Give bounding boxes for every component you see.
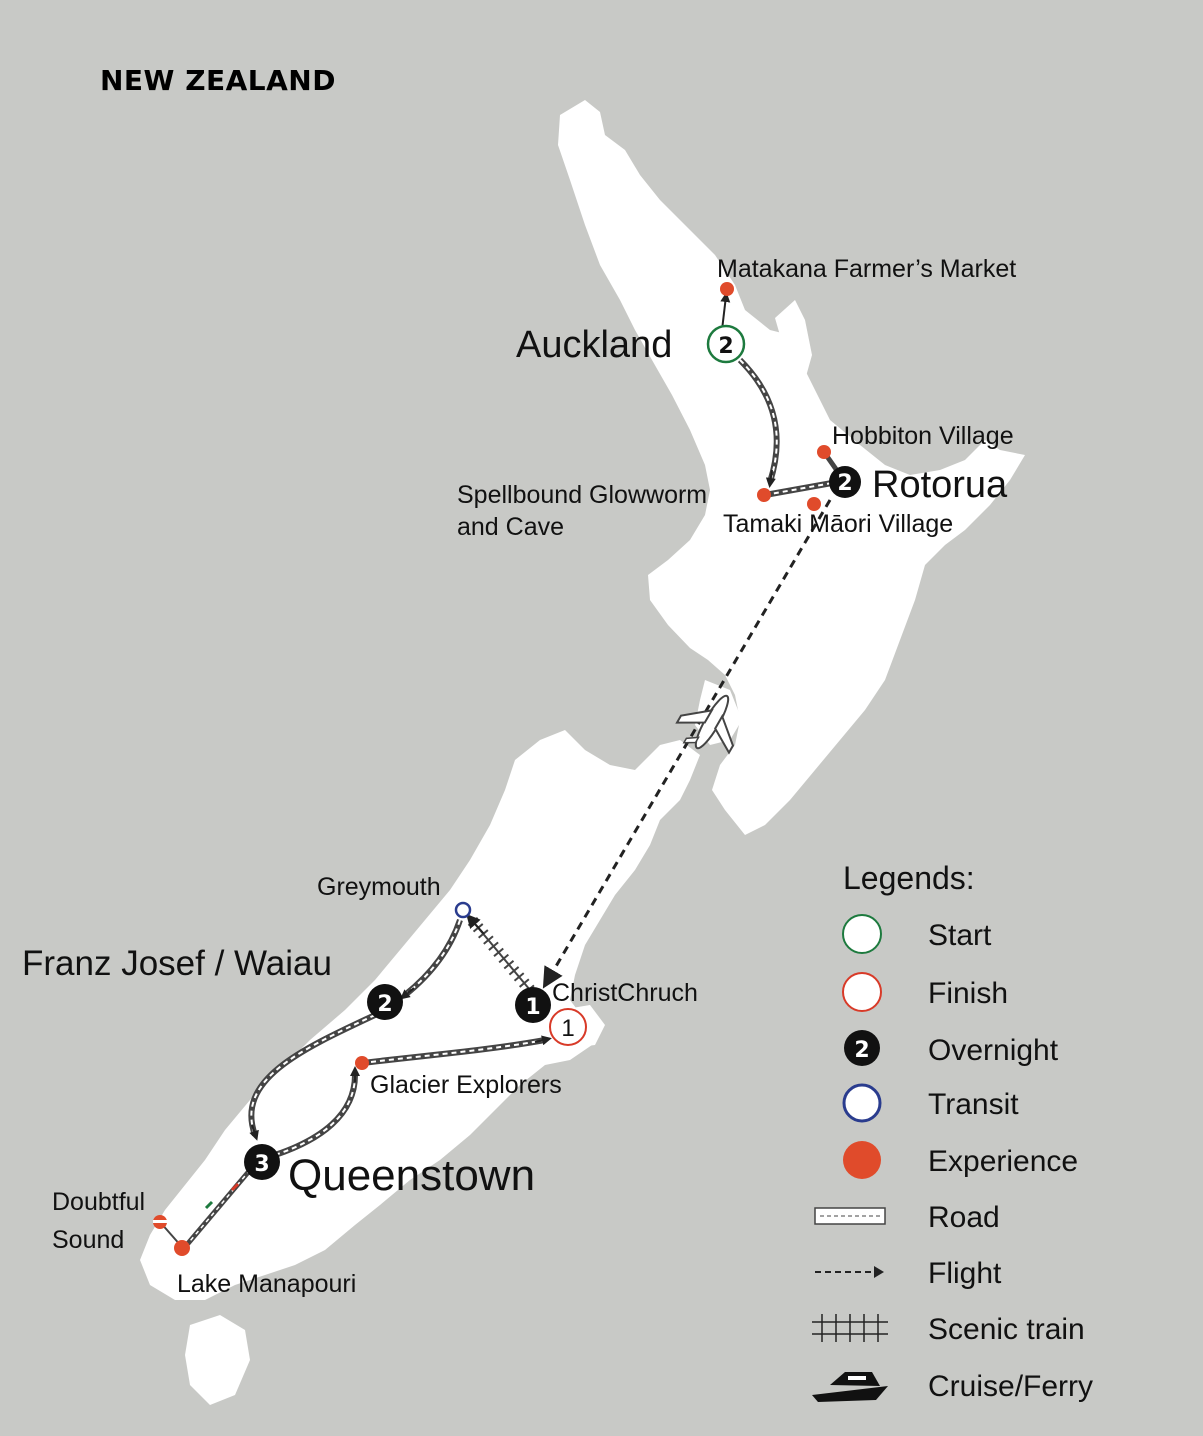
finish-icon bbox=[842, 972, 882, 1012]
auckland-nights: 2 bbox=[718, 334, 733, 359]
overnight-marker-christchurch bbox=[515, 987, 551, 1023]
franzjosef-nights: 2 bbox=[377, 992, 392, 1017]
overnight-marker-rotorua bbox=[829, 466, 861, 498]
overnight-marker-queenstown bbox=[244, 1144, 280, 1180]
label-greymouth: Greymouth bbox=[317, 873, 441, 901]
start-marker-auckland bbox=[706, 324, 746, 364]
train-icon bbox=[812, 1314, 888, 1342]
legend-start: Start bbox=[928, 919, 992, 952]
label-franzjosef: Franz Josef / Waiau bbox=[22, 944, 332, 983]
legend: Legends: Start Finish 2 Overnight Transi… bbox=[812, 860, 1093, 1403]
road-icon bbox=[814, 1207, 886, 1225]
coromandel bbox=[775, 300, 812, 380]
stewart-island bbox=[185, 1315, 250, 1405]
north-island bbox=[558, 100, 1025, 835]
label-tamaki: Tamaki Māori Village bbox=[723, 510, 953, 538]
transit-icon bbox=[842, 1083, 882, 1123]
christchurch-finish-nights: 1 bbox=[561, 1015, 574, 1042]
legend-road: Road bbox=[928, 1201, 1000, 1234]
label-manapouri: Lake Manapouri bbox=[177, 1270, 356, 1298]
label-spellbound-2: and Cave bbox=[457, 513, 564, 541]
legend-experience: Experience bbox=[928, 1145, 1078, 1178]
legend-title: Legends: bbox=[843, 860, 975, 896]
rotorua-nights: 2 bbox=[837, 471, 852, 496]
flight-icon bbox=[815, 1266, 884, 1278]
ferry-icon bbox=[812, 1372, 888, 1402]
legend-overnight-number: 2 bbox=[854, 1038, 869, 1063]
christchurch-nights: 1 bbox=[525, 995, 540, 1020]
south-island bbox=[140, 730, 700, 1300]
label-queenstown: Queenstown bbox=[288, 1151, 535, 1200]
legend-transit: Transit bbox=[928, 1088, 1019, 1121]
experience-marker-matakana bbox=[720, 282, 734, 296]
legend-overnight: Overnight bbox=[928, 1034, 1059, 1067]
legend-flight: Flight bbox=[928, 1257, 1002, 1290]
finish-marker-christchurch bbox=[549, 1008, 587, 1046]
label-spellbound-1: Spellbound Glowworm bbox=[457, 481, 707, 509]
overnight-icon bbox=[844, 1030, 880, 1066]
experience-marker-glacier bbox=[355, 1056, 369, 1070]
label-glacier: Glacier Explorers bbox=[370, 1071, 562, 1099]
map-title: NEW ZEALAND bbox=[100, 64, 336, 97]
label-doubtful-1: Doubtful bbox=[52, 1188, 145, 1216]
direction-marker bbox=[204, 1200, 214, 1210]
label-doubtful-2: Sound bbox=[52, 1226, 124, 1254]
experience-marker-tamaki bbox=[807, 497, 821, 511]
legend-cruise: Cruise/Ferry bbox=[928, 1370, 1093, 1403]
experience-icon bbox=[843, 1141, 881, 1179]
label-christchurch: ChristChruch bbox=[552, 979, 698, 1007]
legend-train: Scenic train bbox=[928, 1313, 1085, 1346]
label-hobbiton: Hobbiton Village bbox=[832, 422, 1014, 450]
experience-marker-spellbound bbox=[757, 488, 771, 502]
direction-marker bbox=[230, 1182, 240, 1192]
airplane-icon bbox=[675, 694, 735, 755]
label-rotorua: Rotorua bbox=[872, 464, 1008, 506]
road-auckland-matakana bbox=[720, 292, 731, 331]
experience-marker-hobbiton bbox=[817, 445, 831, 459]
label-auckland: Auckland bbox=[516, 324, 672, 366]
queenstown-nights: 3 bbox=[254, 1152, 269, 1177]
experience-marker-manapouri bbox=[174, 1240, 190, 1256]
label-matakana: Matakana Farmer’s Market bbox=[717, 255, 1016, 283]
legend-finish: Finish bbox=[928, 977, 1008, 1010]
start-icon bbox=[842, 914, 882, 954]
ferry-mark bbox=[153, 1220, 167, 1223]
transit-marker-greymouth bbox=[454, 901, 472, 919]
overnight-marker-franzjosef bbox=[367, 984, 403, 1020]
